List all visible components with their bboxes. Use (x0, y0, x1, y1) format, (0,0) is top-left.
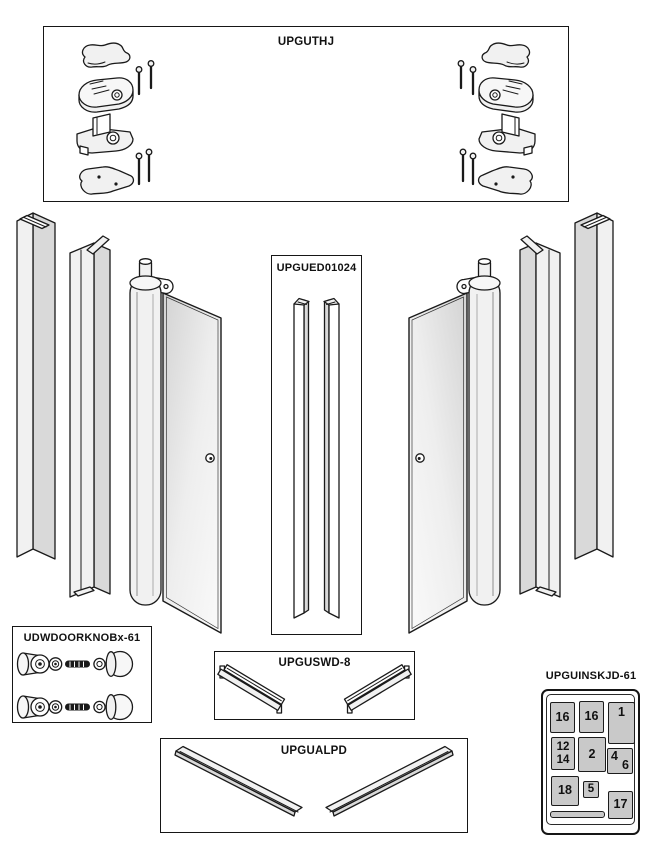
panel-cell-16a: 16 (550, 702, 575, 733)
edge-strip-kit-label: UPGUED01024 (276, 262, 357, 274)
panel-cell-4-6: 4 6 (607, 748, 633, 774)
panel-cell-1: 1 (608, 702, 635, 744)
hinge-kit-label: UPGUTHJ (277, 36, 335, 48)
panel-cell-2: 2 (578, 737, 606, 772)
edge-strip-kit-box (271, 255, 362, 635)
sweep-kit-label: UPGUSWD-8 (278, 657, 351, 669)
threshold-kit-label: UPGUALPD (280, 745, 348, 757)
panel-cell-16b: 16 (579, 701, 604, 733)
install-kit-panel-inner (546, 694, 635, 825)
left-channel-jamb-and-door (16, 212, 222, 634)
threshold-kit-box (160, 738, 468, 833)
hinge-kit-box (43, 26, 569, 202)
panel-cell-6-text: 6 (622, 757, 629, 772)
panel-cell-4-text: 4 (611, 749, 618, 763)
panel-cell-12-14: 12 14 (551, 737, 575, 770)
install-kit-label: UPGUINSKJD-61 (545, 670, 637, 682)
panel-threshold-bar (550, 811, 605, 818)
door-knob-kit-box (12, 626, 152, 723)
door-knob-kit-label: UDWDOORKNOBx-61 (23, 632, 141, 644)
right-channel-jamb-and-door (408, 212, 614, 634)
panel-cell-17: 17 (608, 791, 633, 819)
panel-cell-5: 5 (583, 781, 599, 798)
panel-cell-18: 18 (551, 776, 579, 806)
sweep-kit-box (214, 651, 415, 720)
